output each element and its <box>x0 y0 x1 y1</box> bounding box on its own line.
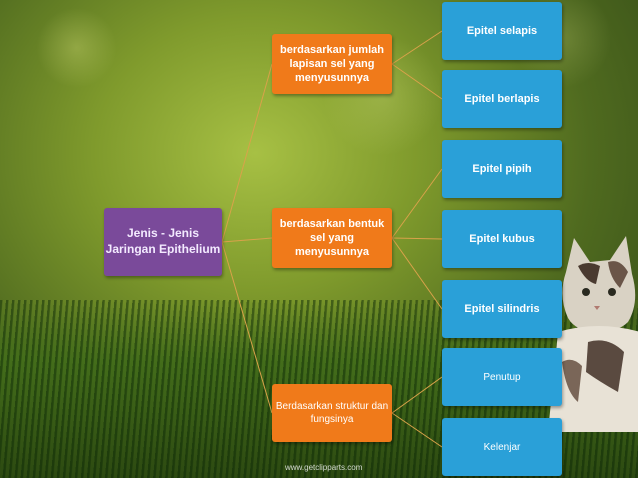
leaf-node-epitel-silindris: Epitel silindris <box>442 280 562 338</box>
leaf-node-epitel-berlapis: Epitel berlapis <box>442 70 562 128</box>
root-label: Jenis - Jenis Jaringan Epithelium <box>105 226 221 256</box>
connector-line <box>391 412 443 448</box>
branch-node-bentuk-sel: berdasarkan bentuk sel yang menyusunnya <box>272 208 392 268</box>
cat-illustration <box>548 236 638 432</box>
leaf-label: Epitel berlapis <box>464 92 540 105</box>
branch-label: berdasarkan jumlah lapisan sel yang meny… <box>280 43 384 85</box>
leaf-label: Epitel silindris <box>464 302 540 315</box>
watermark: www.getclipparts.com <box>285 463 363 472</box>
connector-line <box>391 237 443 240</box>
connector-line <box>391 30 443 65</box>
connector-line <box>391 168 443 239</box>
leaf-node-epitel-pipih: Epitel pipih <box>442 140 562 198</box>
leaf-node-kelenjar: Kelenjar <box>442 418 562 476</box>
leaf-node-epitel-kubus: Epitel kubus <box>442 210 562 268</box>
connector-line <box>221 63 273 243</box>
connector-line <box>391 237 443 310</box>
root-node: Jenis - Jenis Jaringan Epithelium <box>104 208 222 276</box>
branch-node-jumlah-lapisan: berdasarkan jumlah lapisan sel yang meny… <box>272 34 392 94</box>
leaf-label: Epitel selapis <box>466 24 538 37</box>
connector-line <box>221 237 273 243</box>
leaf-node-epitel-selapis: Epitel selapis <box>442 2 562 60</box>
leaf-label: Penutup <box>483 371 521 383</box>
connector-line <box>221 241 273 414</box>
branch-node-struktur-fungsi: Berdasarkan struktur dan fungsinya <box>272 384 392 442</box>
leaf-label: Kelenjar <box>483 441 521 453</box>
branch-label: berdasarkan bentuk sel yang menyusunnya <box>279 217 385 259</box>
leaf-label: Epitel pipih <box>472 162 532 175</box>
leaf-label: Epitel kubus <box>469 232 535 245</box>
leaf-node-penutup: Penutup <box>442 348 562 406</box>
connector-line <box>391 63 443 100</box>
branch-label: Berdasarkan struktur dan fungsinya <box>275 401 389 425</box>
connector-line <box>391 376 443 414</box>
